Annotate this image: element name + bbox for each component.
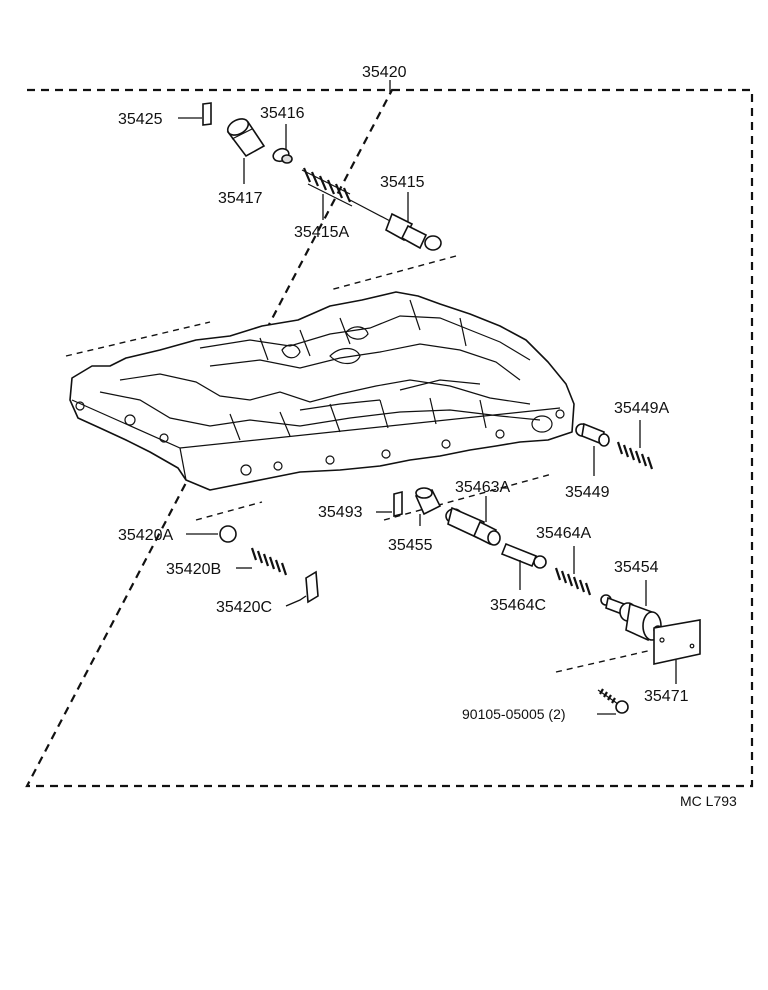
ball-35420A xyxy=(219,525,237,543)
axis-line-body-bottom xyxy=(195,501,263,521)
valve-35463A xyxy=(445,506,501,546)
callout-35420A: 35420A xyxy=(118,527,173,544)
reference-code: MC L793 xyxy=(680,793,737,809)
callout-35425: 35425 xyxy=(118,111,163,128)
callout-35420C: 35420C xyxy=(216,599,272,616)
callout-35420B: 35420B xyxy=(166,561,221,578)
bolt-90105-05005 xyxy=(597,688,629,714)
sleeve-35417 xyxy=(226,118,266,158)
callout-35415A: 35415A xyxy=(294,224,349,241)
axis-line-upper xyxy=(329,255,457,291)
axis-line-body-top xyxy=(65,321,211,357)
valve-35449 xyxy=(575,422,610,447)
axis-line-plate xyxy=(555,649,653,673)
callout-35416: 35416 xyxy=(260,105,305,122)
callout-35449: 35449 xyxy=(565,484,610,501)
callout-35463A: 35463A xyxy=(455,479,510,496)
callout-35417: 35417 xyxy=(218,190,263,207)
callout-35464A: 35464A xyxy=(536,525,591,542)
callout-35471: 35471 xyxy=(644,688,689,705)
axis-line-body-right xyxy=(383,473,553,521)
valve-body xyxy=(69,291,575,491)
plate-35471 xyxy=(653,619,701,665)
spring-35415A xyxy=(301,167,353,207)
sleeve-35454 xyxy=(600,594,663,642)
spring-35420B xyxy=(250,547,288,576)
spring-35464A xyxy=(554,567,592,596)
callout-35415: 35415 xyxy=(380,174,425,191)
assembly-boundary xyxy=(25,80,754,788)
callout-35493: 35493 xyxy=(318,504,363,521)
valve-35415 xyxy=(349,199,442,251)
assembly-number-label: 35420 xyxy=(362,64,407,81)
plug-35455 xyxy=(414,487,442,516)
ring-35416 xyxy=(272,147,293,164)
clip-35420C xyxy=(305,570,319,604)
callout-35464C: 35464C xyxy=(490,597,546,614)
callout-35454: 35454 xyxy=(614,559,659,576)
callout-35455: 35455 xyxy=(388,537,433,554)
callout-35449A: 35449A xyxy=(614,400,669,417)
plunger-35464C xyxy=(500,542,547,569)
callout-90105-05005: 90105-05005 (2) xyxy=(462,706,566,722)
spring-35449A xyxy=(616,441,654,470)
pin-35425 xyxy=(202,102,212,126)
pin-35493 xyxy=(393,490,403,518)
